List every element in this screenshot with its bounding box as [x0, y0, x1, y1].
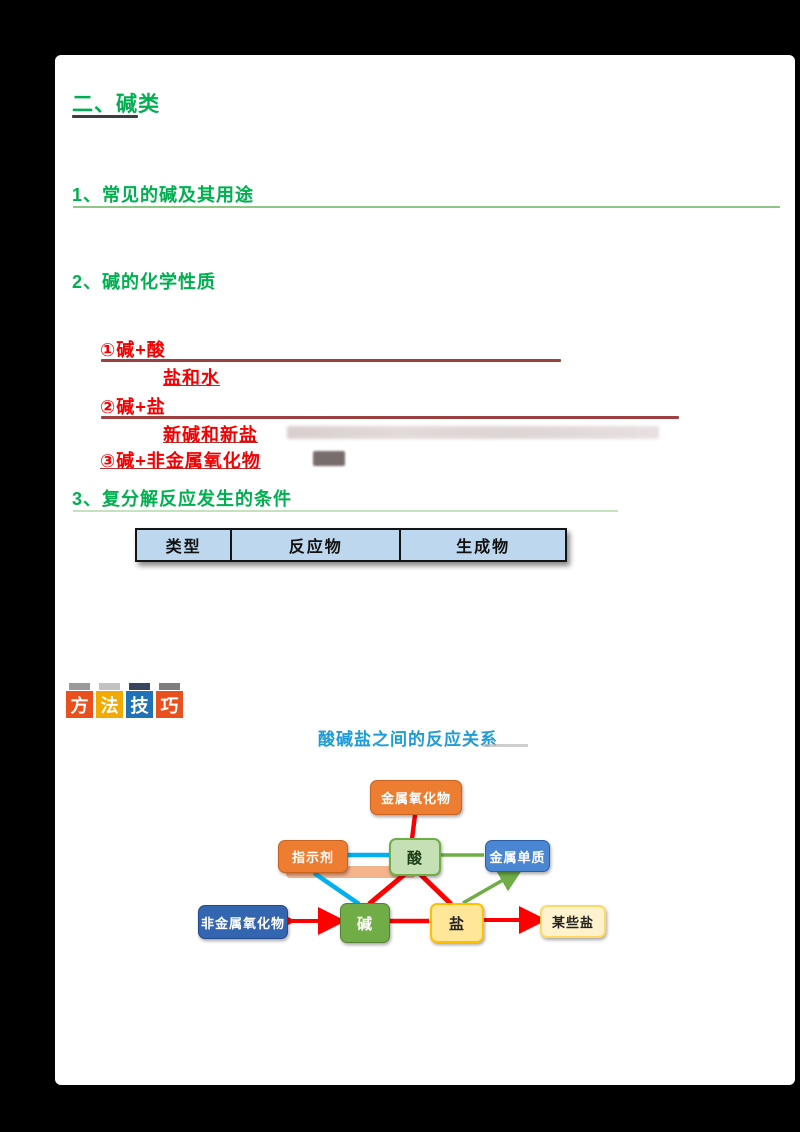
illegible-faded-note	[287, 426, 659, 439]
node-indicator: 指示剂	[278, 840, 348, 873]
section3-heading: 3、复分解反应发生的条件	[72, 489, 293, 509]
badge-tile-2: 法	[96, 683, 123, 718]
wire-indicator-base	[312, 871, 361, 906]
reaction-item-3: ③碱+非金属氧化物	[100, 451, 261, 471]
reaction-item-2-underline	[101, 416, 679, 419]
badge-tile-tab	[69, 683, 90, 690]
node-base: 碱	[340, 903, 390, 943]
badge-tile-3: 技	[126, 683, 153, 718]
document-page: 二、碱类 1、常见的碱及其用途 2、碱的化学性质 ①碱+酸 盐和水 ②碱+盐 新…	[55, 55, 795, 1085]
table-header-row: 类型 反应物 生成物	[134, 528, 567, 562]
section1-underline	[73, 206, 780, 208]
table-header-products: 生成物	[399, 528, 567, 562]
diagram-title: 酸碱盐之间的反应关系	[318, 730, 498, 749]
wire-metaloxide-acid	[409, 814, 418, 840]
badge-tile-1: 方	[66, 683, 93, 718]
node-metal-element: 金属单质	[485, 840, 550, 872]
badge-tile-tab	[159, 683, 180, 690]
illegible-text-fragment	[313, 451, 345, 466]
node-salt: 盐	[430, 903, 484, 943]
reaction-item-2-product: 新碱和新盐	[163, 425, 258, 445]
method-technique-badge: 方 法 技 巧	[66, 683, 183, 718]
badge-tile-3-label: 技	[130, 695, 149, 716]
diagram-title-shadow	[483, 744, 528, 747]
main-heading-underline	[72, 115, 138, 118]
badge-tile-tab	[129, 683, 150, 690]
node-nonmetal-oxide: 非金属氧化物	[198, 905, 288, 939]
reaction-item-1: ①碱+酸	[100, 340, 166, 360]
table-header-type: 类型	[134, 528, 233, 562]
reaction-item-2: ②碱+盐	[100, 397, 166, 417]
badge-tile-1-label: 方	[70, 695, 89, 716]
section1-heading: 1、常见的碱及其用途	[72, 185, 255, 205]
reaction-item-1-underline	[101, 359, 561, 362]
wire-acid-salt	[418, 872, 453, 906]
main-heading: 二、碱类	[72, 93, 160, 116]
wire-salt-metalelement	[462, 868, 524, 905]
reaction-item-1-product: 盐和水	[163, 368, 220, 388]
node-some-salts: 某些盐	[540, 905, 606, 938]
reaction-diagram: 金属氧化物 指示剂 酸 金属单质 非金属氧化物 碱 盐 某些盐	[55, 55, 795, 1085]
table-header-reactants: 反应物	[230, 528, 402, 562]
section2-heading: 2、碱的化学性质	[72, 272, 217, 292]
reaction-type-table: 类型 反应物 生成物	[134, 528, 567, 562]
badge-tile-tab	[99, 683, 120, 690]
node-metal-oxide: 金属氧化物	[370, 780, 462, 815]
section3-underline	[73, 510, 618, 512]
node-acid: 酸	[389, 838, 441, 876]
badge-tile-4: 巧	[156, 683, 183, 718]
wire-acid-base	[367, 872, 407, 906]
badge-tile-4-label: 巧	[160, 695, 179, 716]
diagram-connectors	[268, 814, 547, 935]
badge-tile-2-label: 法	[100, 695, 119, 716]
